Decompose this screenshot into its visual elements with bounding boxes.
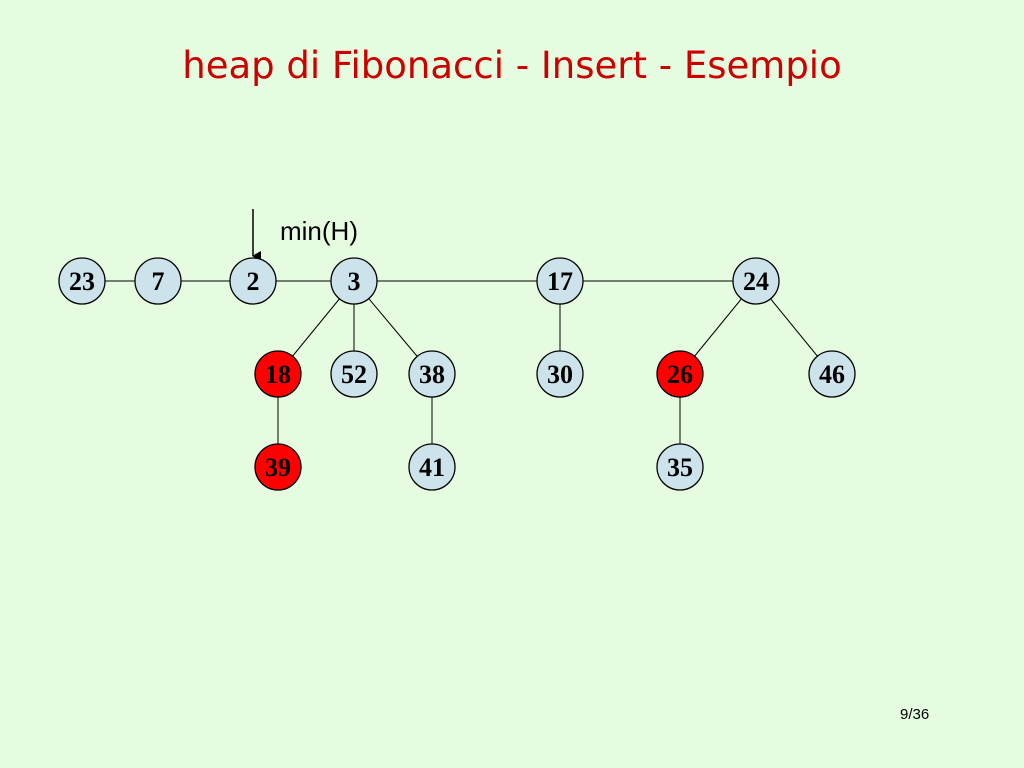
node-key: 38 — [419, 360, 445, 389]
min-pointer-label: min(H) — [280, 216, 358, 246]
heap-node-38: 38 — [408, 350, 456, 398]
node-circle — [732, 257, 780, 305]
node-circle — [408, 443, 456, 491]
node-key: 2 — [247, 267, 260, 296]
node-key: 41 — [419, 453, 445, 482]
marked-node-circle — [254, 443, 302, 491]
heap-node-3: 3 — [330, 257, 378, 305]
node-key: 46 — [819, 360, 845, 389]
node-key: 23 — [69, 267, 95, 296]
heap-node-7: 7 — [134, 257, 182, 305]
heap-node-39: 39 — [254, 443, 302, 491]
node-circle — [58, 257, 106, 305]
node-circle — [656, 443, 704, 491]
heap-node-26: 26 — [656, 350, 704, 398]
node-circle — [330, 350, 378, 398]
heap-node-52: 52 — [330, 350, 378, 398]
marked-node-circle — [656, 350, 704, 398]
node-circle — [536, 257, 584, 305]
node-key: 30 — [547, 360, 573, 389]
heap-node-17: 17 — [536, 257, 584, 305]
node-key: 7 — [152, 267, 165, 296]
marked-node-circle — [254, 350, 302, 398]
node-key: 26 — [667, 360, 693, 389]
node-circle — [134, 257, 182, 305]
node-key: 18 — [265, 360, 291, 389]
heap-node-18: 18 — [254, 350, 302, 398]
node-key: 39 — [265, 453, 291, 482]
heap-node-2: 2 — [229, 257, 277, 305]
node-key: 35 — [667, 453, 693, 482]
heap-node-41: 41 — [408, 443, 456, 491]
node-circle — [808, 350, 856, 398]
heap-node-30: 30 — [536, 350, 584, 398]
page-number: 9/36 — [900, 706, 930, 723]
node-key: 24 — [743, 267, 769, 296]
node-circle — [330, 257, 378, 305]
node-key: 52 — [341, 360, 367, 389]
node-circle — [229, 257, 277, 305]
heap-node-35: 35 — [656, 443, 704, 491]
node-circle — [408, 350, 456, 398]
heap-node-46: 46 — [808, 350, 856, 398]
node-key: 17 — [547, 267, 573, 296]
slide-title: heap di Fibonacci - Insert - Esempio — [182, 44, 842, 87]
node-circle — [536, 350, 584, 398]
heap-node-24: 24 — [732, 257, 780, 305]
heap-node-23: 23 — [58, 257, 106, 305]
node-key: 3 — [348, 267, 361, 296]
